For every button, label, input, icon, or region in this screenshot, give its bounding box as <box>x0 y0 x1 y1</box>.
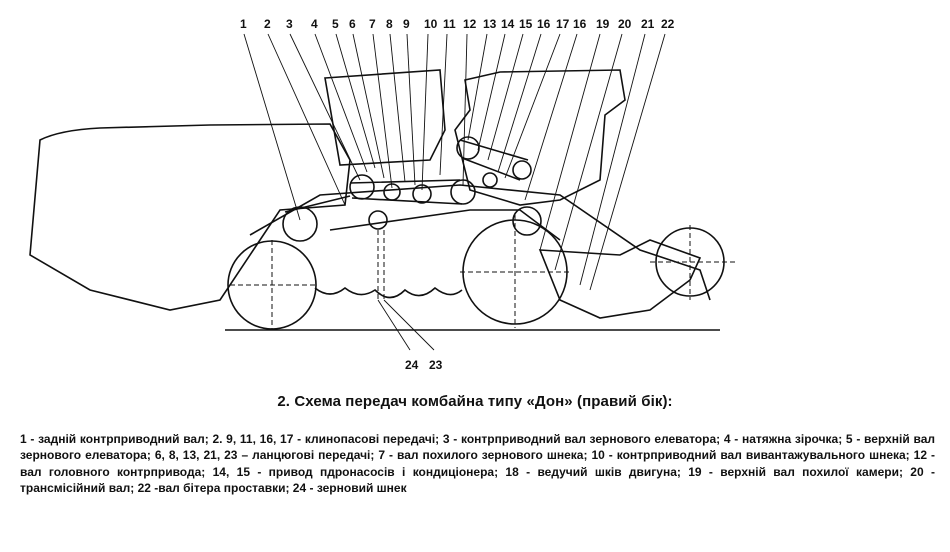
belt <box>459 139 529 181</box>
leader-line <box>406 33 416 186</box>
leader-line <box>589 33 666 291</box>
leader-line <box>462 33 468 186</box>
label-16: 16 <box>573 17 587 31</box>
bottom-labels: 24 23 <box>405 358 443 372</box>
leader-line <box>467 33 488 141</box>
label-11: 11 <box>443 17 456 31</box>
label-7: 7 <box>369 17 376 31</box>
label-14: 14 <box>501 17 515 31</box>
leader-line <box>335 33 376 169</box>
leader-line <box>372 33 393 189</box>
grain-tank-left <box>324 69 446 166</box>
leader-line <box>504 33 561 179</box>
leader-line <box>579 33 646 286</box>
shaft-1-pulley <box>282 206 318 242</box>
leader-line <box>352 33 385 179</box>
belt <box>284 195 351 213</box>
leader-line <box>267 33 346 206</box>
label-22: 22 <box>661 17 675 31</box>
leader-line <box>524 33 578 201</box>
label-5: 5 <box>332 17 339 31</box>
label-19: 19 <box>596 17 610 31</box>
leader-line <box>383 299 435 351</box>
label-2: 2 <box>264 17 271 31</box>
label-4: 4 <box>311 17 318 31</box>
leader-line <box>539 33 601 251</box>
label-15: 15 <box>519 17 533 31</box>
label-21: 21 <box>641 17 655 31</box>
leader-line <box>487 33 524 161</box>
shaft-20-pulley <box>512 206 542 236</box>
label-1: 1 <box>240 17 247 31</box>
label-8: 8 <box>386 17 393 31</box>
feeder-house <box>538 239 702 319</box>
label-17: 17 <box>556 17 570 31</box>
pulley <box>482 172 498 188</box>
label-24: 24 <box>405 358 419 372</box>
leader-line <box>477 33 506 151</box>
label-9: 9 <box>403 17 410 31</box>
diagram-legend: 1 - задній контрприводний вал; 2. 9, 11,… <box>20 432 935 496</box>
main-body-line <box>249 184 711 301</box>
pulley <box>512 160 532 180</box>
pulley <box>456 136 480 160</box>
label-6: 6 <box>349 17 356 31</box>
leader-line <box>377 299 411 351</box>
leader-line <box>389 33 406 183</box>
pulley <box>349 174 375 200</box>
bottom-profile <box>314 286 463 299</box>
leader-line <box>497 33 542 173</box>
grain-tank-right <box>454 69 626 206</box>
label-16: 16 <box>537 17 551 31</box>
leader-line <box>554 33 623 271</box>
diagram-caption: 2. Схема передач комбайна типу «Дон» (пр… <box>277 393 673 410</box>
rear-hood-outline <box>29 123 351 311</box>
leader-line <box>243 33 301 221</box>
leader-line <box>314 33 368 173</box>
label-3: 3 <box>286 17 293 31</box>
label-23: 23 <box>429 358 443 372</box>
leader-line <box>421 33 429 191</box>
label-10: 10 <box>424 17 438 31</box>
label-12: 12 <box>463 17 477 31</box>
leader-line <box>439 33 448 176</box>
label-13: 13 <box>483 17 497 31</box>
shaft-24-pulley <box>368 210 388 230</box>
label-20: 20 <box>618 17 632 31</box>
leader-line <box>289 33 361 181</box>
